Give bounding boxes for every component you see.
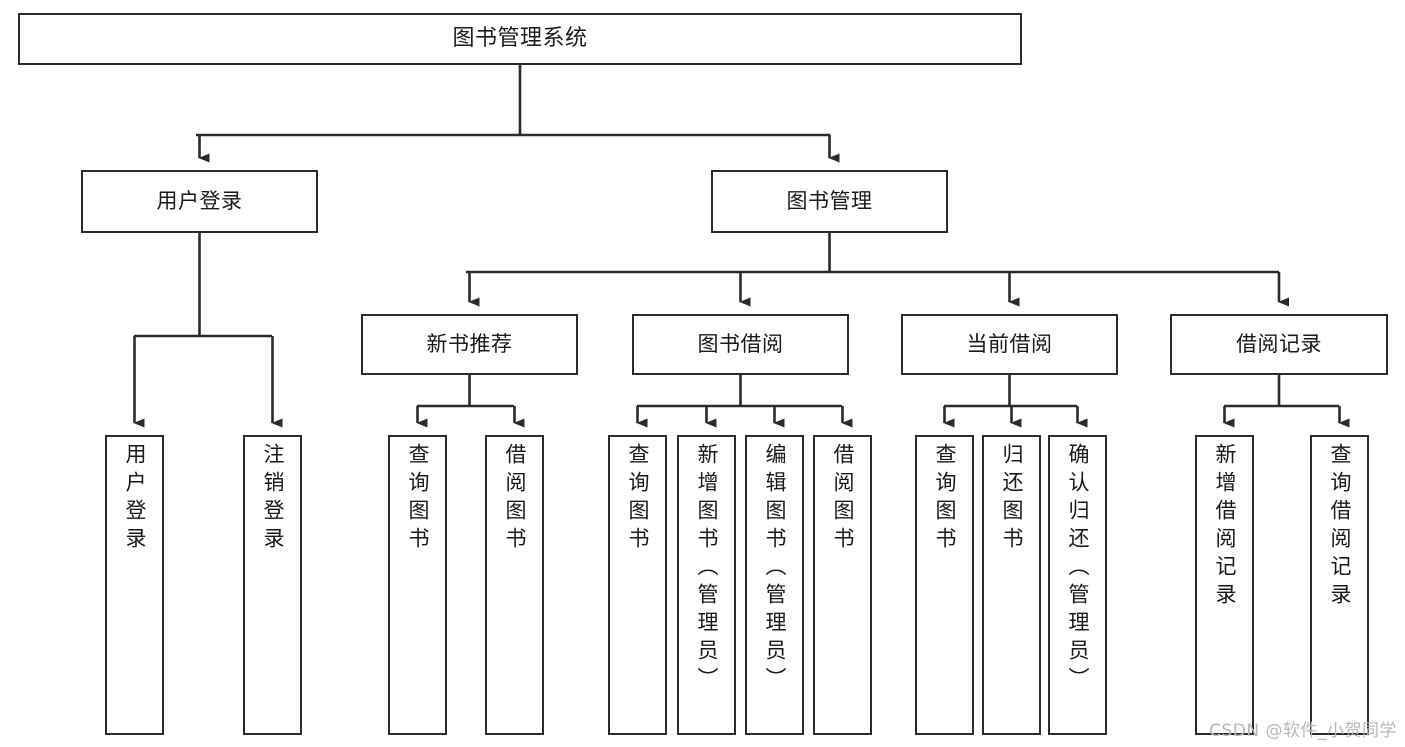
node-label-book-manage: 图书管理 bbox=[786, 188, 873, 213]
node-borrow-record[interactable]: 借阅记录 bbox=[1170, 314, 1388, 375]
node-user-login[interactable]: 用户登录 bbox=[81, 170, 318, 233]
node-book-manage[interactable]: 图书管理 bbox=[711, 170, 948, 233]
node-label-leaf-rec-search: 查询借阅记录 bbox=[1328, 443, 1352, 611]
node-label-leaf-cur-return: 归还图书 bbox=[1000, 443, 1024, 555]
node-leaf-borrow-query[interactable]: 查询图书 bbox=[608, 435, 667, 735]
node-leaf-rec-add[interactable]: 新增借阅记录 bbox=[1195, 435, 1254, 735]
node-leaf-rec-borrow[interactable]: 借阅图书 bbox=[485, 435, 544, 735]
node-leaf-borrow-lend[interactable]: 借阅图书 bbox=[813, 435, 872, 735]
watermark-text: CSDN @软件_小贺同学 bbox=[1209, 721, 1397, 741]
node-label-leaf-user-login: 用户登录 bbox=[123, 443, 147, 555]
node-current-borrow[interactable]: 当前借阅 bbox=[901, 314, 1118, 375]
node-root[interactable]: 图书管理系统 bbox=[18, 13, 1022, 65]
node-label-leaf-cur-query: 查询图书 bbox=[933, 443, 957, 555]
node-label-leaf-borrow-add: 新增图书（管理员） bbox=[695, 443, 719, 695]
node-label-leaf-borrow-lend: 借阅图书 bbox=[831, 443, 855, 555]
node-new-book-rec[interactable]: 新书推荐 bbox=[361, 314, 578, 375]
node-leaf-user-login[interactable]: 用户登录 bbox=[105, 435, 164, 735]
node-leaf-cur-confirm[interactable]: 确认归还（管理员） bbox=[1048, 435, 1107, 735]
node-leaf-user-logout[interactable]: 注销登录 bbox=[243, 435, 302, 735]
node-leaf-borrow-add[interactable]: 新增图书（管理员） bbox=[677, 435, 736, 735]
node-label-borrow-record: 借阅记录 bbox=[1236, 331, 1322, 356]
node-label-new-book-rec: 新书推荐 bbox=[426, 331, 513, 356]
node-label-leaf-rec-query: 查询图书 bbox=[406, 443, 430, 555]
node-label-leaf-rec-add: 新增借阅记录 bbox=[1213, 443, 1237, 611]
node-label-leaf-borrow-edit: 编辑图书（管理员） bbox=[763, 443, 787, 695]
node-label-leaf-borrow-query: 查询图书 bbox=[626, 443, 650, 555]
node-leaf-borrow-edit[interactable]: 编辑图书（管理员） bbox=[745, 435, 804, 735]
node-label-root: 图书管理系统 bbox=[452, 25, 588, 51]
node-leaf-cur-return[interactable]: 归还图书 bbox=[982, 435, 1041, 735]
node-label-leaf-user-logout: 注销登录 bbox=[261, 443, 285, 555]
node-leaf-rec-search[interactable]: 查询借阅记录 bbox=[1310, 435, 1369, 735]
node-label-leaf-cur-confirm: 确认归还（管理员） bbox=[1066, 443, 1090, 695]
node-label-user-login: 用户登录 bbox=[156, 188, 243, 213]
node-label-leaf-rec-borrow: 借阅图书 bbox=[503, 443, 527, 555]
node-label-book-borrow: 图书借阅 bbox=[697, 331, 784, 356]
node-label-current-borrow: 当前借阅 bbox=[966, 331, 1053, 356]
node-leaf-cur-query[interactable]: 查询图书 bbox=[915, 435, 974, 735]
node-leaf-rec-query[interactable]: 查询图书 bbox=[388, 435, 447, 735]
node-book-borrow[interactable]: 图书借阅 bbox=[632, 314, 849, 375]
